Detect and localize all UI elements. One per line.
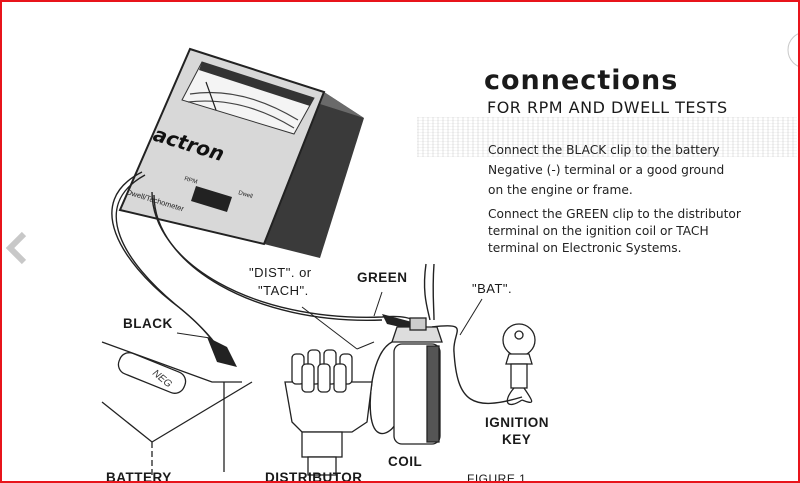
label-ignition: IGNITION — [485, 415, 549, 430]
test-leads — [111, 171, 523, 435]
figure-caption: FIGURE 1 — [467, 472, 527, 483]
ignition-key-illustration — [502, 323, 536, 405]
instruction-green-clip: Connect the GREEN clip to the distributo… — [488, 207, 741, 255]
battery-neg-marking: NEG — [150, 368, 174, 390]
label-key: KEY — [502, 432, 532, 447]
label-green: GREEN — [357, 270, 408, 285]
page-title: connections — [484, 65, 679, 96]
page-subtitle: FOR RPM AND DWELL TESTS — [487, 98, 728, 117]
label-black: BLACK — [123, 316, 173, 331]
scan-noise — [417, 117, 797, 157]
switch-label-rpm: RPM — [183, 176, 198, 186]
previous-image-button[interactable] — [4, 230, 30, 266]
dwell-tachometer-meter: actron RPM Dwell Dwell/Tachometer — [118, 47, 364, 258]
range-switch — [191, 186, 232, 212]
circle-nav-icon — [787, 33, 798, 67]
label-bat: "BAT". — [472, 281, 513, 296]
instruction-black-clip: Connect the BLACK clip to the battery Ne… — [488, 143, 725, 197]
label-tach: "TACH". — [258, 283, 309, 298]
distributor-illustration — [284, 349, 373, 476]
next-image-button[interactable] — [784, 30, 798, 70]
switch-label-dwell: Dwell — [237, 190, 253, 200]
dial-scale — [189, 91, 299, 121]
label-battery: BATTERY — [106, 470, 172, 483]
ignition-coil-illustration — [391, 317, 443, 445]
black-clip — [207, 337, 237, 367]
label-coil: COIL — [388, 454, 423, 469]
meter-needle — [205, 81, 217, 111]
meter-side — [264, 92, 364, 258]
label-dist: "DIST". or — [249, 265, 312, 280]
chevron-left-icon — [5, 231, 27, 265]
label-distributor: DISTRIBUTOR — [265, 470, 363, 483]
